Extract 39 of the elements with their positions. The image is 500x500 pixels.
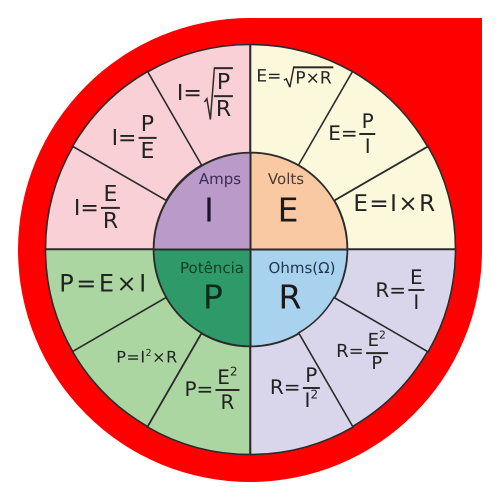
formula-sector [248,42,354,166]
denominator-text: R [102,210,120,234]
formula-text: P=I$^{2}$×R [116,350,178,366]
denominator-text: R [214,98,232,121]
quantity-name: Amps [198,170,242,188]
formula-text: R= [375,280,406,300]
formula-text: E= [256,68,282,86]
formula-sector [146,332,252,456]
formula-text: R= [270,377,301,398]
numerator-text: P [216,70,232,94]
quantity-name: Potência [180,260,244,276]
denominator-text: I [364,136,372,157]
numerator-text: P [140,112,156,136]
formula-text: R= [336,344,364,362]
formula-text: I= [176,82,202,106]
formula-text: E= [328,123,358,144]
formula-text: P= [184,379,214,400]
quantity-name: Ohms(Ω) [268,260,336,276]
quantity-name: Volts [268,170,304,188]
numerator-text: P [304,364,318,386]
formula-text: E=I×R [353,192,437,216]
denominator-text: I$^{2}$ [304,390,320,411]
numerator-text: E [409,267,424,288]
formula-text: I= [112,126,136,150]
radicand-text: P×R [294,70,333,88]
denominator-text: P [370,355,384,374]
numerator-text: E$^{2}$ [216,366,239,388]
denominator-text: I [412,292,420,313]
quantity-symbol: E [278,194,298,228]
denominator-text: R [219,392,236,413]
numerator-text: E$^{2}$ [366,332,387,351]
formula-text: I= [74,196,99,220]
formula-text: P=E×I [59,271,149,297]
denominator-text: E [140,140,156,164]
numerator-text: P [360,110,375,132]
quantity-symbol: R [278,280,302,316]
quantity-symbol: I [204,194,214,228]
quantity-symbol: P [203,280,223,316]
numerator-text: E [102,182,118,206]
